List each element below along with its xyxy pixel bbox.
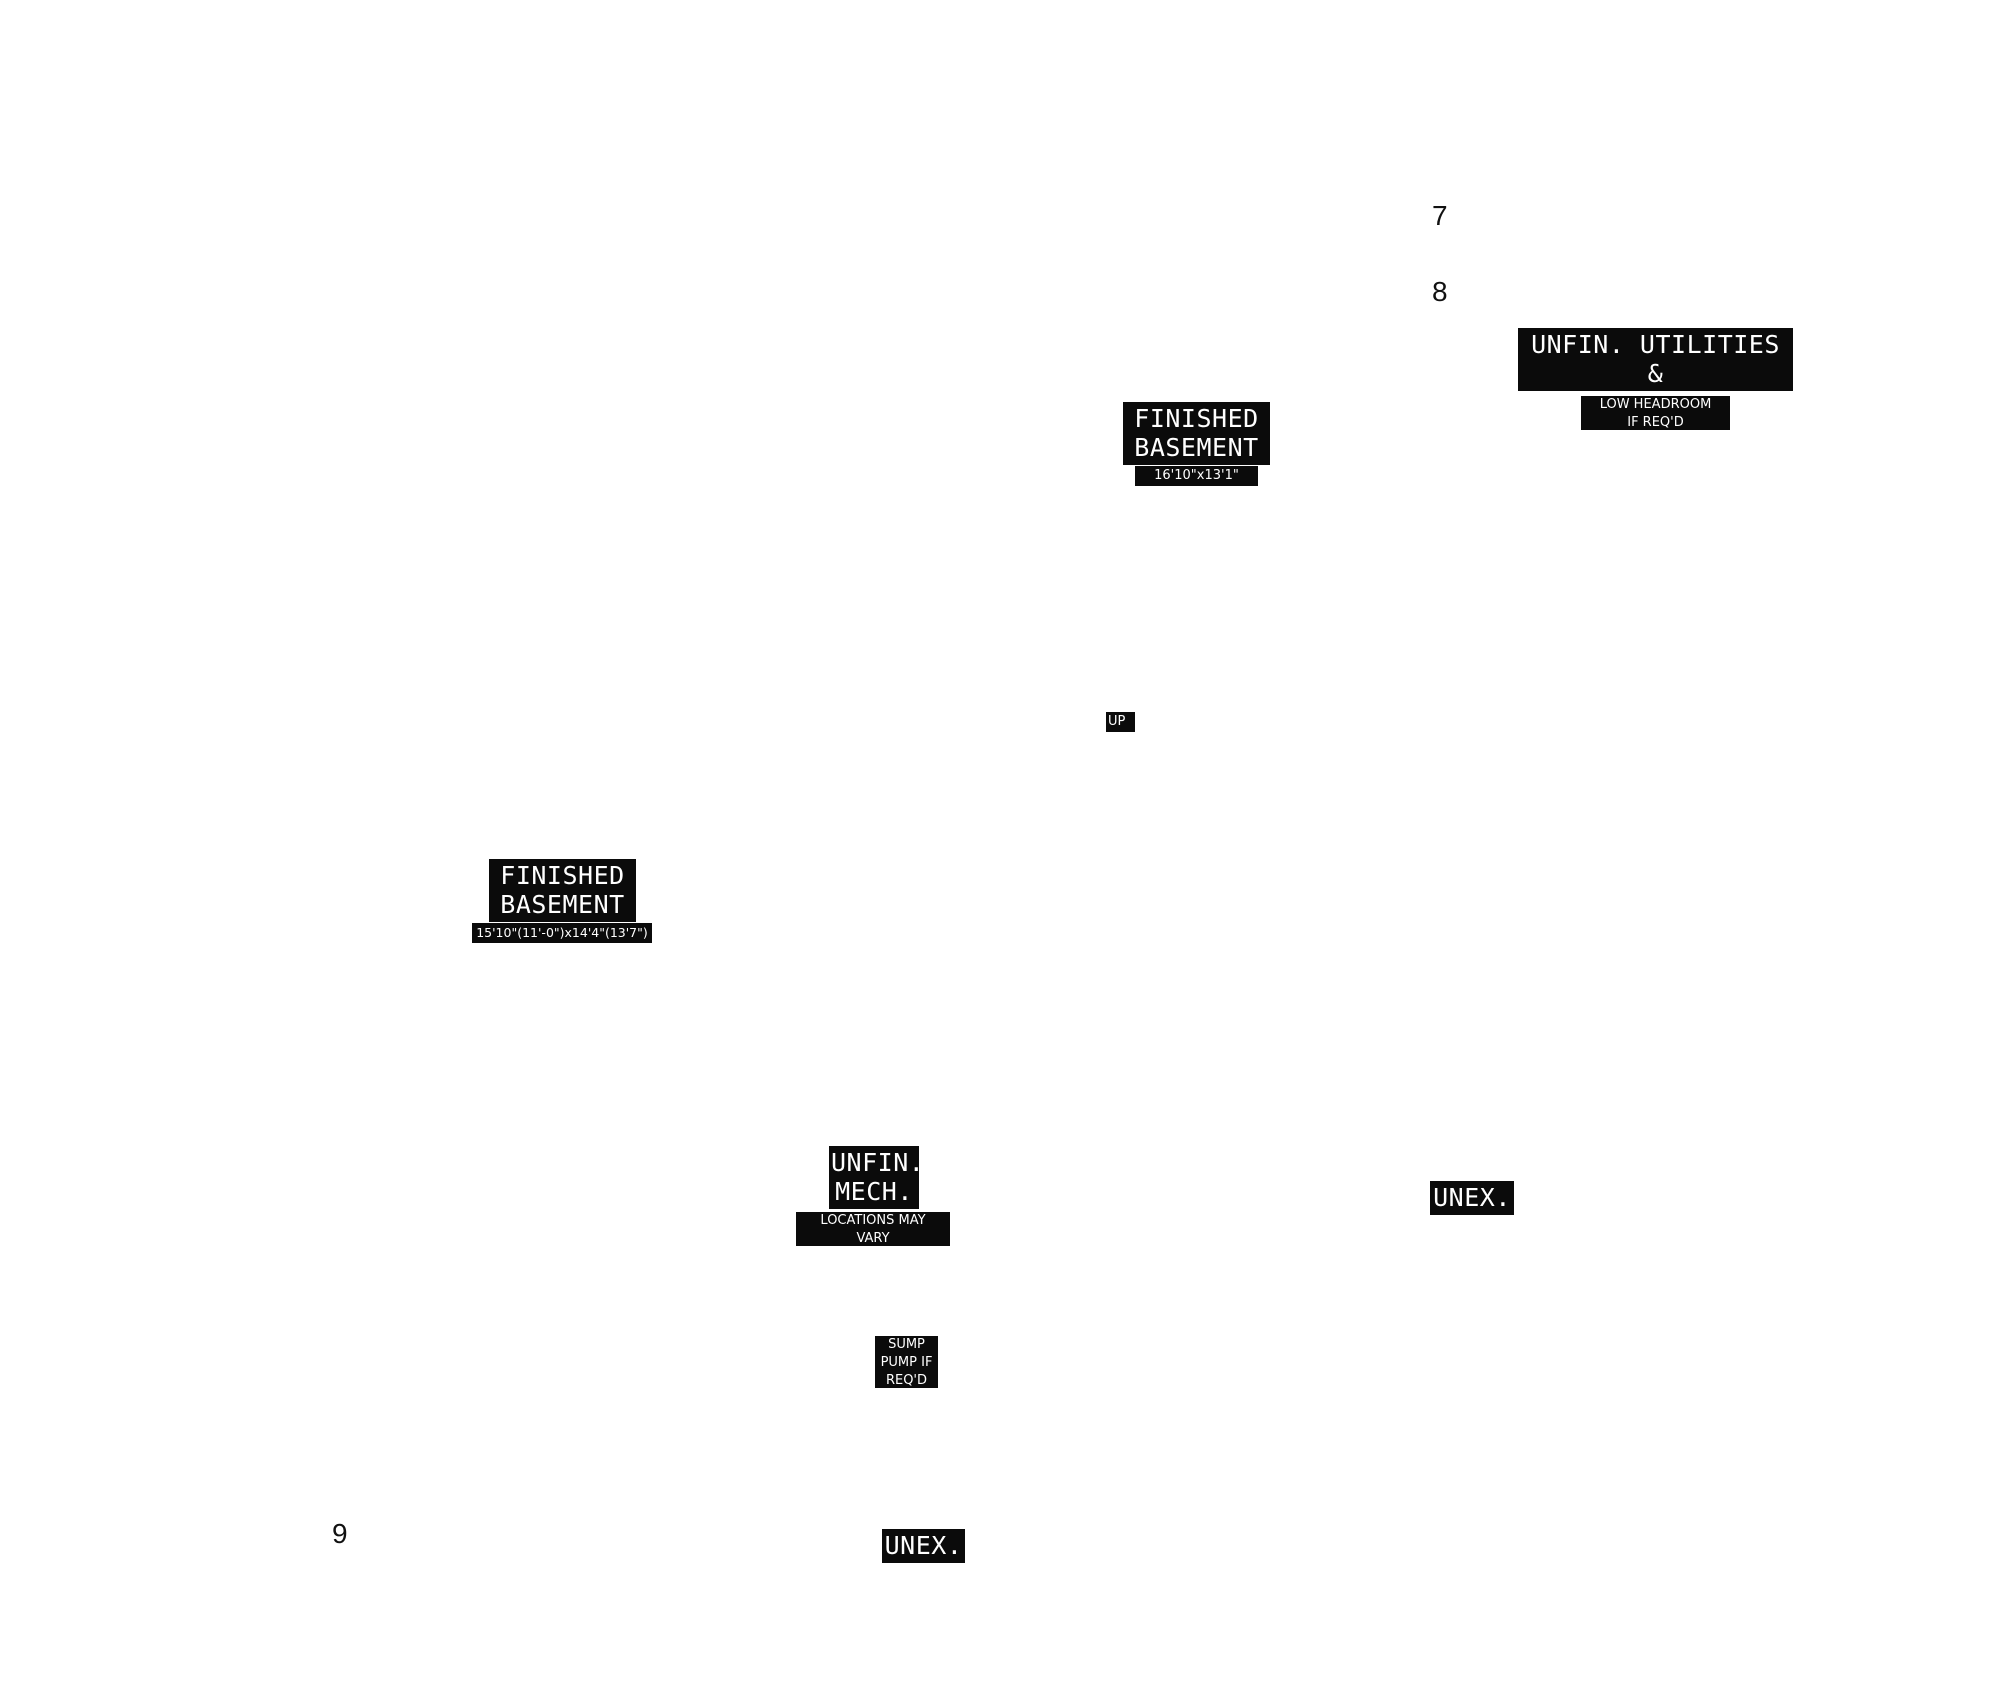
unfin-utilities-storage-label: UNFIN. UTILITIES & STORAGE <box>1518 328 1793 391</box>
sump-pump-label: SUMP PUMP IF REQ'D <box>875 1336 938 1388</box>
sheet-number-8: 8 <box>1432 276 1448 307</box>
unex-right-label: UNEX. <box>1430 1181 1514 1215</box>
unfin-mech-note: LOCATIONS MAY VARY <box>796 1212 950 1246</box>
finished-basement-lower-label: FINISHED BASEMENT <box>489 859 636 922</box>
finished-basement-upper-dimensions: 16'10"x13'1" <box>1135 466 1258 486</box>
sheet-number-7: 7 <box>1432 200 1448 231</box>
finished-basement-upper-label: FINISHED BASEMENT <box>1123 402 1270 465</box>
sheet-number-9: 9 <box>332 1518 348 1549</box>
unfin-mech-label: UNFIN. MECH. <box>829 1146 919 1209</box>
finished-basement-lower-dimensions: 15'10"(11'-0")x14'4"(13'7") <box>472 923 652 943</box>
unex-bottom-label: UNEX. <box>882 1529 965 1563</box>
stair-up-label: UP <box>1106 712 1135 732</box>
unfin-utilities-note: LOW HEADROOM IF REQ'D <box>1581 396 1730 430</box>
